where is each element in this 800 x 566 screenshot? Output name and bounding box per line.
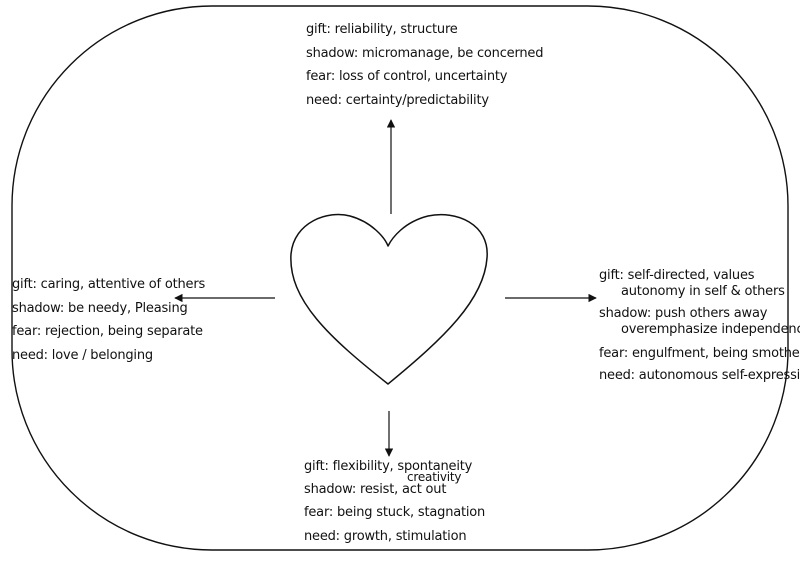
left-trait-block: gift: caring, attentive of others shadow… bbox=[12, 273, 205, 367]
heart-shape bbox=[290, 213, 488, 385]
top-need-text: need: certainty/predictability bbox=[306, 92, 489, 108]
right-trait-block: gift: self-directed, values autonomy in … bbox=[599, 265, 800, 387]
bottom-fear-text: fear: being stuck, stagnation bbox=[304, 505, 486, 520]
right-gift-continuation: autonomy in self & others bbox=[621, 284, 785, 299]
outer-rounded-frame bbox=[11, 5, 789, 551]
left-gift-text: gift: caring, attentive of others bbox=[12, 277, 206, 292]
top-gift-text: gift: reliability, structure bbox=[306, 22, 458, 37]
top-shadow-text: shadow: micromanage, be concerned bbox=[306, 45, 544, 61]
bottom-trait-block: gift: flexibility, spontaneity creativit… bbox=[304, 455, 485, 548]
left-fear-text: fear: rejection, being separate bbox=[12, 324, 203, 339]
bottom-gift-continuation: creativity bbox=[407, 469, 462, 484]
right-gift-text: gift: self-directed, values bbox=[599, 268, 755, 283]
bottom-need-text: need: growth, stimulation bbox=[304, 528, 467, 544]
right-shadow-continuation: overemphasize independence bbox=[621, 322, 800, 337]
bottom-gift-text: gift: flexibility, spontaneity bbox=[304, 459, 473, 474]
bottom-shadow-text: shadow: resist, act out bbox=[304, 481, 447, 497]
left-shadow-text: shadow: be needy, Pleasing bbox=[12, 300, 188, 316]
right-shadow-text: shadow: push others away bbox=[599, 306, 768, 321]
left-need-text: need: love / belonging bbox=[12, 347, 153, 363]
top-fear-text: fear: loss of control, uncertainty bbox=[306, 69, 508, 84]
right-need-text: need: autonomous self-expression bbox=[599, 368, 800, 383]
right-fear-text: fear: engulfment, being smothered bbox=[599, 346, 800, 361]
top-trait-block: gift: reliability, structure shadow: mic… bbox=[306, 18, 543, 112]
